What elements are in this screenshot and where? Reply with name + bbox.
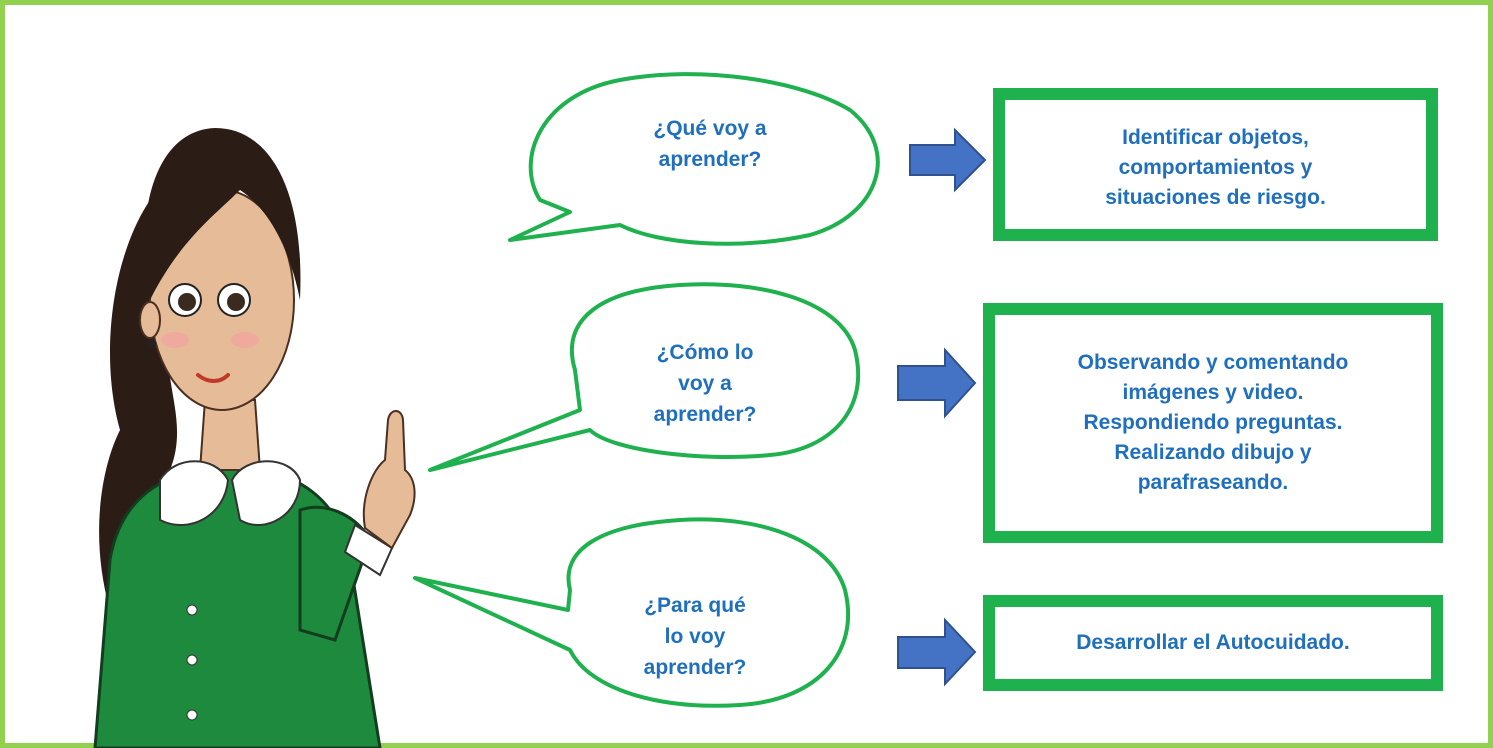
- speech-bubble-3: [413, 517, 851, 708]
- teacher-illustration: [93, 128, 416, 748]
- answer-box: Observando y comentando imágenes y video…: [983, 303, 1443, 543]
- arrow-right-icon: [897, 617, 977, 687]
- speech-bubble-2: [428, 282, 861, 472]
- speech-bubble-1: [508, 72, 880, 246]
- answer-text: Observando y comentando imágenes y video…: [1077, 351, 1349, 494]
- answer-text: Identificar objetos, comportamientos y s…: [1105, 125, 1326, 209]
- answer-box: Identificar objetos, comportamientos y s…: [993, 88, 1438, 241]
- question-text: ¿Para qué lo voy aprender?: [643, 594, 747, 679]
- arrow-right-icon: [897, 347, 977, 419]
- answer-box: Desarrollar el Autocuidado.: [983, 595, 1443, 691]
- question-text: ¿Qué voy a aprender?: [653, 117, 767, 171]
- question-text: ¿Cómo lo voy a aprender?: [653, 341, 757, 426]
- arrow-right-icon: [909, 127, 987, 193]
- answer-text: Desarrollar el Autocuidado.: [1076, 631, 1350, 654]
